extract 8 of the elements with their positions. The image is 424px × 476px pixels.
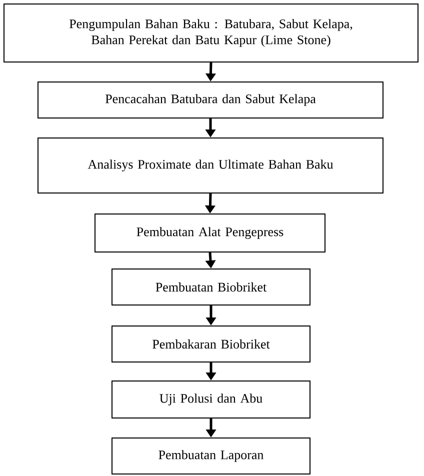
process-box: Pembakaran Biobriket	[112, 326, 310, 362]
process-box: Pengumpulan Bahan Baku : Batubara, Sabut Kelapa, Bahan Perekat dan Batu Kapur (Lime Stone)	[4, 4, 418, 62]
process-box: Pencacahan Batubara dan Sabut Kelapa	[38, 82, 384, 118]
process-box: Analisys Proximate dan Ultimate Bahan Baku	[38, 138, 384, 194]
process-box: Pembuatan Laporan	[112, 438, 310, 474]
process-box: Pembuatan Alat Pengepress	[94, 214, 326, 252]
process-box: Uji Polusi dan Abu	[112, 380, 310, 418]
process-box: Pembuatan Biobriket	[112, 268, 310, 306]
